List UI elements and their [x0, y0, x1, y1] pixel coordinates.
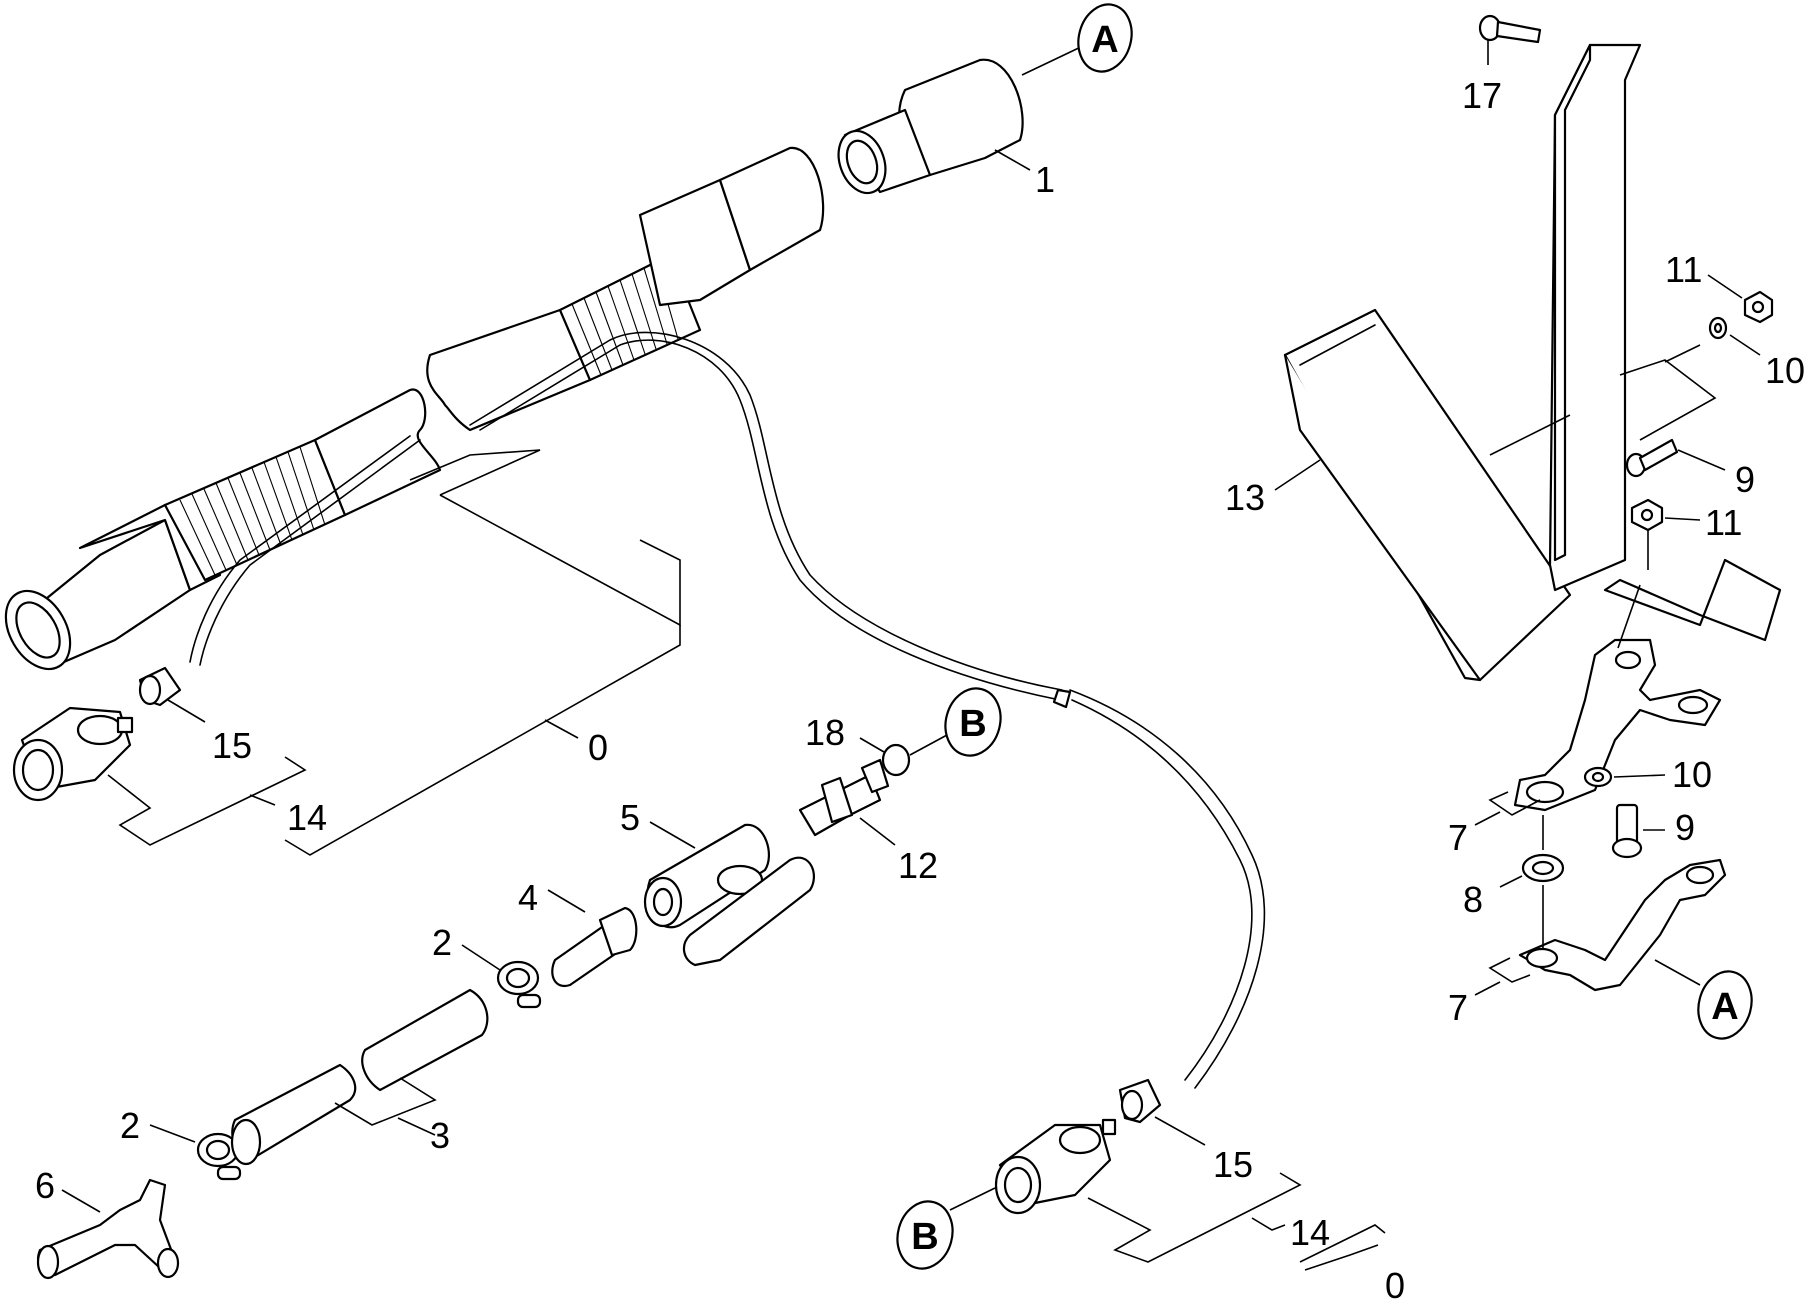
part-9-screw-upper: [1625, 438, 1679, 478]
reference-a-top: A: [1077, 3, 1133, 73]
callout-1: 1: [1035, 159, 1055, 200]
reference-a-bottom: A: [1697, 970, 1753, 1040]
part-14-quick-coupling-right: [994, 1118, 1117, 1215]
callout-12: 12: [898, 845, 938, 886]
callout-9-upper: 9: [1735, 459, 1755, 500]
part-1-connector-sleeve: [837, 58, 1024, 195]
reference-b-bottom: B: [896, 1200, 954, 1270]
reference-b-mid: B: [944, 687, 1002, 757]
callout-18: 18: [805, 712, 845, 753]
callout-5: 5: [620, 797, 640, 838]
part-9-screw-lower: [1611, 803, 1643, 859]
svg-text:A: A: [1711, 986, 1738, 1028]
bracket: [1548, 43, 1782, 642]
callout-2-upper: 2: [432, 922, 452, 963]
part-2-hose-clamp-upper: [496, 960, 542, 1009]
part-2-hose-clamp-lower: [196, 1132, 242, 1181]
part-4-hose-nipple: [551, 906, 638, 988]
part-6-t-piece: [36, 1178, 180, 1280]
part-18-o-ring: [881, 743, 911, 777]
callout-10-upper: 10: [1765, 350, 1805, 391]
svg-text:B: B: [911, 1216, 938, 1258]
part-17-screw: [1478, 14, 1542, 44]
callout-14-right: 14: [1290, 1212, 1330, 1253]
svg-text:A: A: [1091, 19, 1118, 61]
part-10-washer-lower: [1583, 766, 1613, 788]
part-11-nut-lower: [1630, 498, 1664, 532]
callout-0-top: 0: [588, 727, 608, 768]
callout-13: 13: [1225, 477, 1265, 518]
callout-7-upper: 7: [1448, 817, 1468, 858]
part-8-rubber-washer: [1521, 853, 1565, 883]
callout-9-lower: 9: [1675, 807, 1695, 848]
callout-7-lower: 7: [1448, 987, 1468, 1028]
callout-2-lower: 2: [120, 1105, 140, 1146]
part-7-clamp-upper: [1513, 638, 1722, 812]
part-15-hose-nut-left: [138, 666, 182, 707]
callout-10-lower: 10: [1672, 754, 1712, 795]
callout-15-right: 15: [1213, 1144, 1253, 1185]
callout-15-left: 15: [212, 725, 252, 766]
part-14-quick-coupling-left: [12, 706, 134, 802]
part-7-clamp-lower: [1518, 858, 1727, 992]
part-13-tray: [1283, 308, 1572, 682]
part-15-hose-nut-right: [1118, 1078, 1162, 1124]
callout-17: 17: [1462, 75, 1502, 116]
part-3-hose-piece: [230, 988, 489, 1166]
part-11-nut-upper: [1743, 290, 1774, 324]
callout-4: 4: [518, 877, 538, 918]
callout-3: 3: [430, 1115, 450, 1156]
callout-11-lower: 11: [1705, 502, 1742, 543]
callout-6: 6: [35, 1165, 55, 1206]
callout-0-bottom: 0: [1385, 1265, 1405, 1306]
callout-8: 8: [1463, 879, 1483, 920]
callout-11-upper: 11: [1665, 249, 1702, 290]
suction-hose-assembly: [4, 146, 1266, 1089]
leader-lines: [61, 40, 1761, 1271]
callout-14-left: 14: [287, 797, 327, 838]
part-12-threaded-nipple: [798, 758, 890, 837]
svg-text:B: B: [959, 703, 986, 745]
part-10-washer-upper: [1708, 316, 1728, 340]
part-5-ball-valve: [643, 823, 815, 967]
